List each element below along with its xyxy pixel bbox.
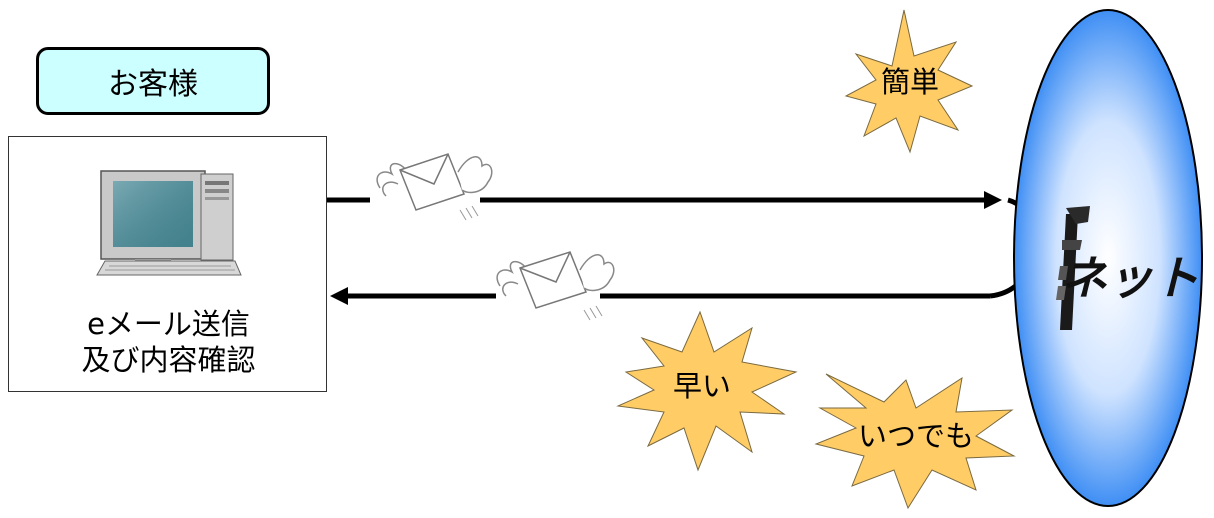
burst-fast: 早い — [616, 310, 798, 472]
fnet-service-oval: ネット — [1013, 9, 1203, 507]
fnet-logo-icon — [1056, 206, 1090, 330]
customer-label-text: お客様 — [108, 67, 198, 102]
burst-simple-text: 簡単 — [881, 65, 939, 99]
customer-label: お客様 — [36, 47, 270, 115]
burst-anytime-text: いつでも — [858, 419, 974, 453]
pc-caption-line1: eメール送信 — [87, 307, 250, 341]
return-arrow — [330, 287, 990, 305]
burst-anytime: いつでも — [814, 373, 1016, 510]
pc-caption-line2: 及び内容確認 — [81, 343, 256, 377]
winged-envelope-icon — [376, 153, 493, 221]
winged-envelope-icon — [496, 251, 615, 321]
burst-fast-text: 早い — [673, 369, 731, 403]
computer-icon — [96, 170, 242, 276]
return-arrowhead — [330, 287, 348, 305]
customer-pc-panel: eメール送信 及び内容確認 — [8, 136, 327, 392]
fnet-logo-text: ネット — [1061, 251, 1199, 305]
send-arrow — [327, 191, 1002, 209]
burst-simple: 簡単 — [844, 9, 974, 154]
send-arrowhead — [984, 191, 1002, 209]
